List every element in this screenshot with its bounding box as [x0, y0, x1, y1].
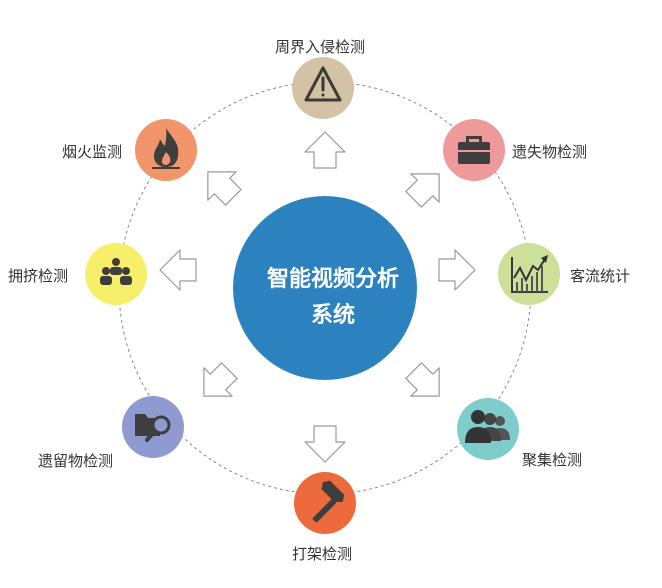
center-title-line2: 系统 — [310, 303, 355, 328]
label-traffic: 客流统计 — [570, 267, 631, 285]
label-fire: 烟火监测 — [62, 143, 123, 161]
label-gathering: 聚集检测 — [522, 451, 583, 469]
node-fight-circle — [294, 472, 356, 534]
node-fire — [135, 119, 197, 181]
line-chart-icon — [511, 255, 548, 293]
node-fight — [294, 472, 356, 534]
arrow-left — [159, 249, 197, 291]
folder-search-icon — [135, 414, 171, 442]
node-leftover — [122, 396, 184, 458]
center-title-line1: 智能视频分析 — [266, 267, 399, 292]
arrow-up — [304, 131, 346, 169]
label-crowd: 拥挤检测 — [8, 267, 69, 285]
node-lost — [443, 119, 505, 181]
center-circle — [233, 196, 417, 380]
hammer-icon — [312, 480, 345, 523]
crowd-icon — [100, 258, 132, 285]
arrow-upper-right — [405, 173, 440, 208]
people-group-icon — [465, 410, 510, 443]
warning-triangle-icon — [304, 66, 342, 102]
label-lost: 遗失物检测 — [512, 143, 588, 161]
briefcase-icon — [458, 136, 490, 164]
node-intrusion — [292, 57, 354, 119]
arrow-lower-left — [203, 362, 238, 397]
arrow-upper-left — [207, 171, 242, 206]
arrow-lower-right — [405, 362, 440, 397]
center-title: 智能视频分析 系统 — [238, 262, 428, 334]
label-leftover: 遗留物检测 — [38, 452, 114, 470]
arrow-down — [304, 425, 346, 463]
label-fight: 打架检测 — [292, 545, 353, 563]
node-crowd — [85, 243, 147, 305]
node-gathering — [457, 398, 519, 460]
flame-icon — [152, 128, 180, 169]
node-traffic — [498, 243, 560, 305]
arrow-right — [438, 249, 476, 291]
label-intrusion: 周界入侵检测 — [275, 38, 366, 56]
